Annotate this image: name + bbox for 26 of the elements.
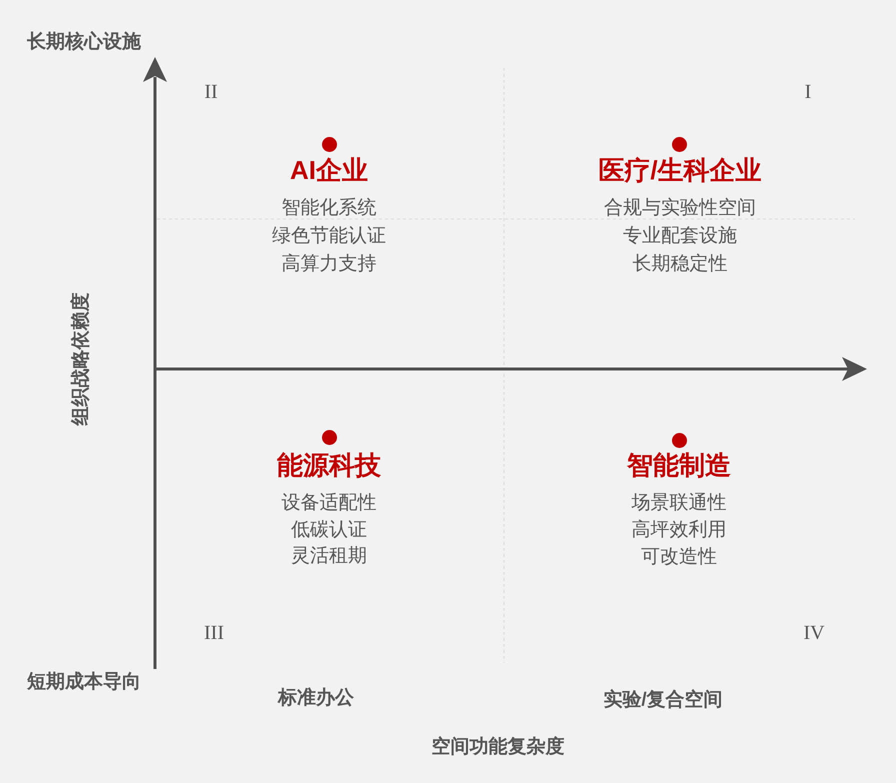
- quadrant-number: III: [204, 623, 224, 643]
- feature-label: 高坪效利用: [632, 520, 726, 540]
- quadrant-title: 医疗/生科企业: [598, 157, 762, 183]
- scale-label: 短期成本导向: [27, 672, 141, 692]
- quadrant-number: II: [204, 82, 218, 102]
- quadrant-title: 能源科技: [277, 452, 381, 478]
- feature-label: 合规与实验性空间: [604, 198, 756, 218]
- feature-label: 场景联通性: [632, 494, 726, 512]
- quadrant-number: I: [804, 82, 812, 102]
- axis-title: 空间功能复杂度: [432, 738, 564, 756]
- quadrant-title: AI企业: [290, 157, 368, 183]
- feature-label: 智能化系统: [282, 198, 376, 218]
- feature-label: 灵活租期: [291, 546, 367, 566]
- feature-label: 高算力支持: [282, 254, 376, 274]
- feature-label: 长期稳定性: [632, 254, 728, 274]
- feature-label: 设备适配性: [282, 494, 376, 512]
- scale-label: 标准办公: [278, 688, 354, 708]
- feature-label: 低碳认证: [291, 520, 367, 540]
- feature-label: 专业配套设施: [623, 226, 737, 246]
- feature-label: 可改造性: [641, 548, 717, 566]
- axis-title: 组织战略依赖度: [72, 292, 90, 426]
- scale-label: 实验/复合空间: [603, 690, 723, 710]
- quadrant-title: 智能制造: [627, 452, 731, 478]
- feature-label: 绿色节能认证: [272, 226, 386, 246]
- quadrant-number: IV: [803, 623, 825, 643]
- scale-label: 长期核心设施: [27, 32, 141, 52]
